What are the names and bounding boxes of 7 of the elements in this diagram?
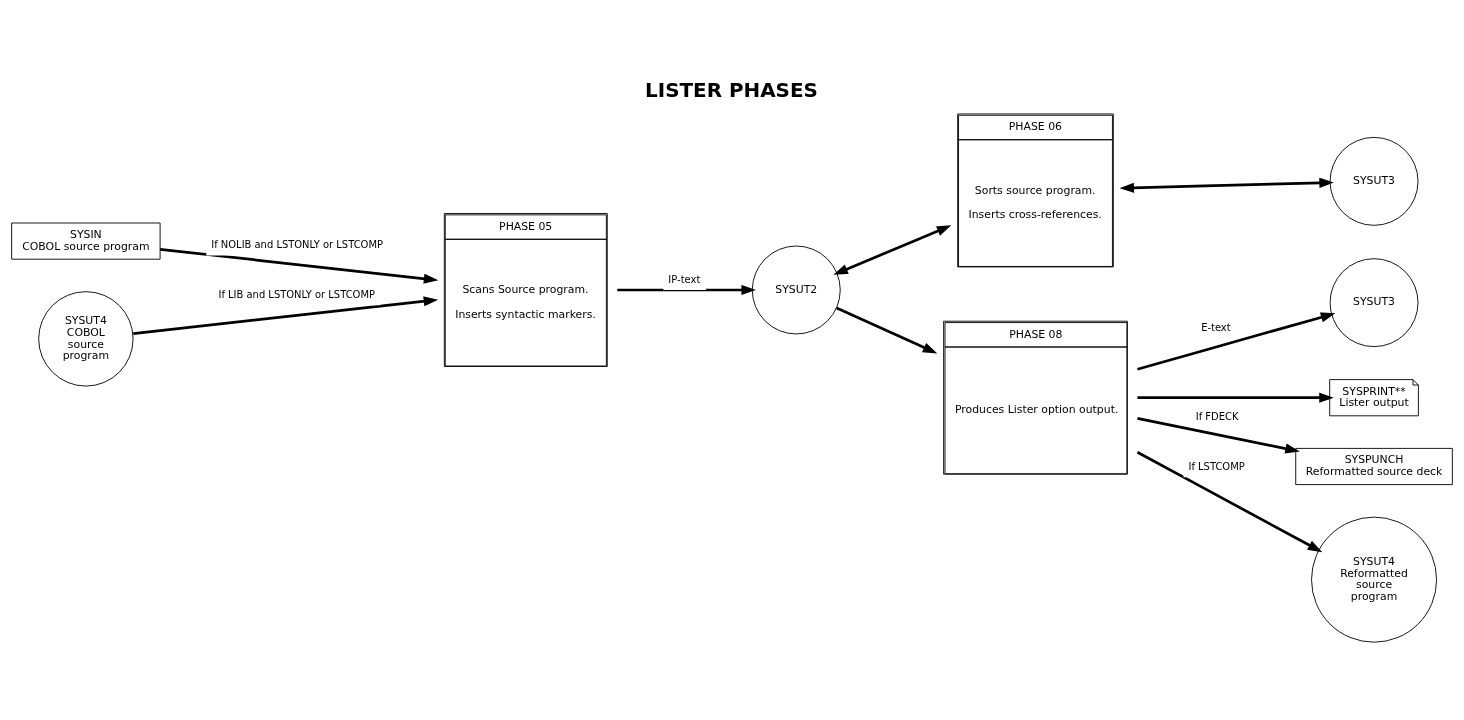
edge-label: If NOLIB and LSTONLY or LSTCOMP [211, 238, 383, 250]
diagram-title: LISTER PHASES [645, 78, 818, 102]
edge-label: IP-text [668, 273, 701, 285]
edge-label: If FDECK [1195, 410, 1239, 422]
edge-label: If LSTCOMP [1188, 460, 1245, 472]
edge-label: E-text [1201, 321, 1231, 333]
edge-label: If LIB and LSTONLY or LSTCOMP [218, 288, 375, 300]
